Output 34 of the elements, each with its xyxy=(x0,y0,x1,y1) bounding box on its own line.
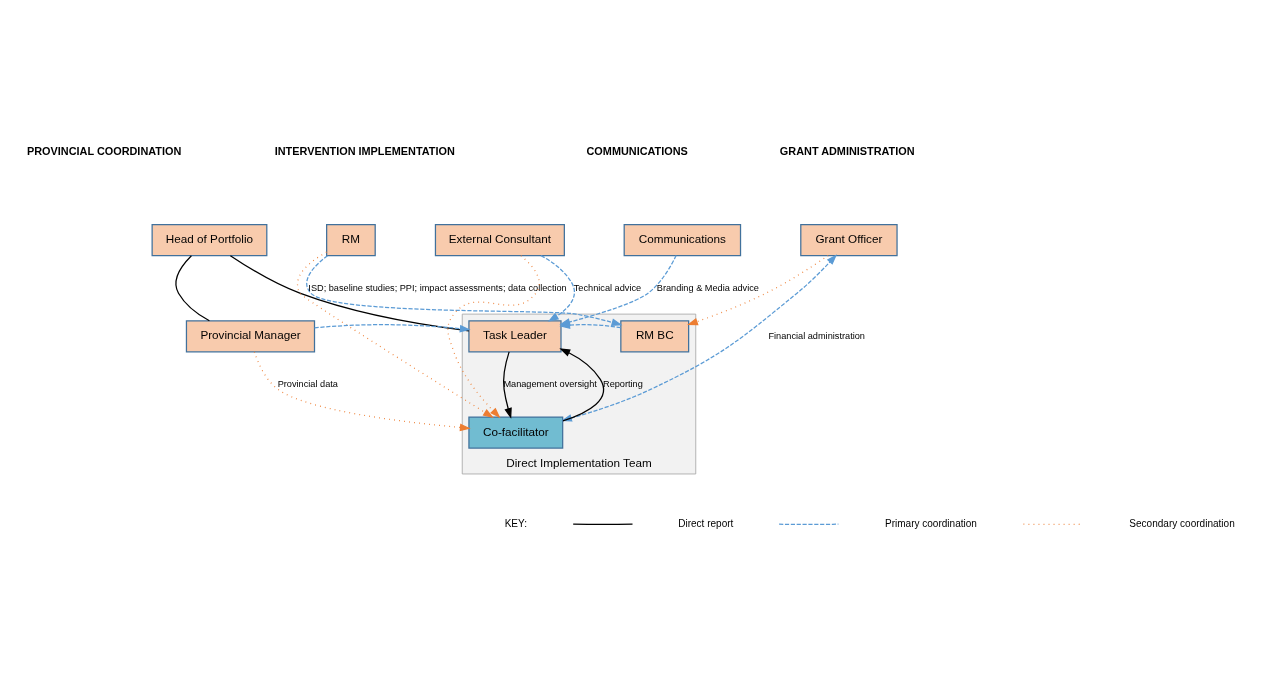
node-box: Communications xyxy=(623,223,742,256)
arrow xyxy=(540,254,576,322)
arrow xyxy=(503,350,512,419)
connector xyxy=(175,254,210,321)
arrow xyxy=(296,251,494,418)
node-box: External Consultant xyxy=(434,223,565,256)
edge-label: Financial administration xyxy=(768,330,865,341)
label: INTERVENTION IMPLEMENTATION xyxy=(274,144,455,157)
node-box: Grant Officer xyxy=(800,223,898,256)
label: GRANT ADMINISTRATION xyxy=(779,144,915,157)
node-box: Head of Portfolio xyxy=(151,223,268,256)
edge-label: Management oversight xyxy=(503,378,597,389)
node-box: Co-facilitator xyxy=(468,415,564,449)
node-box: RM BC xyxy=(620,319,690,352)
arrow xyxy=(447,254,540,418)
node-box: Task Leader xyxy=(468,319,562,352)
edge-label: Branding & Media advice xyxy=(656,282,759,293)
label: COMMUNICATIONS xyxy=(586,144,688,157)
node-box: RM xyxy=(326,223,376,256)
edge-label: Technical advice xyxy=(573,282,642,293)
legend-label: Primary coordination xyxy=(884,517,977,529)
arrow xyxy=(559,320,622,329)
label: KEY: xyxy=(504,517,527,529)
legend-label: Direct report xyxy=(678,517,734,529)
legend-label: Secondary coordination xyxy=(1129,517,1235,529)
edge-label: Provincial data xyxy=(277,378,338,389)
node-box: Provincial Manager xyxy=(185,319,316,352)
arrow xyxy=(313,323,471,332)
connector xyxy=(229,254,470,331)
edge-label: Reporting xyxy=(603,378,643,389)
edge-label: ISD; baseline studies; PPI; impact assessments; data collection xyxy=(308,282,567,293)
label: PROVINCIAL COORDINATION xyxy=(27,144,182,157)
arrow xyxy=(687,254,829,325)
arrow xyxy=(253,350,471,431)
